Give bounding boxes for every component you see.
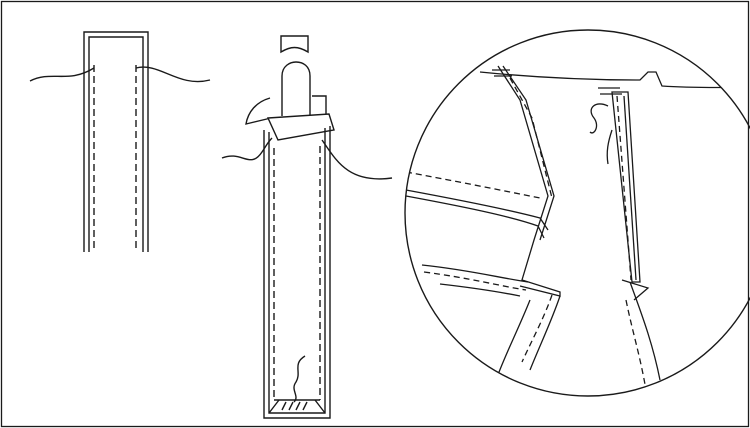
thread-left bbox=[29, 67, 95, 82]
detail-circle bbox=[404, 29, 750, 397]
thread-bottom bbox=[293, 355, 306, 403]
turned-tube-figure bbox=[221, 35, 393, 419]
tool-rod bbox=[281, 61, 311, 116]
fold-band bbox=[266, 113, 335, 141]
thread-right bbox=[135, 66, 211, 83]
detail-circle-figure bbox=[404, 29, 750, 397]
narrow-strip-figure bbox=[29, 31, 211, 252]
thread-right bbox=[321, 139, 393, 180]
thread-left bbox=[221, 137, 273, 161]
tool-cap bbox=[280, 35, 309, 54]
